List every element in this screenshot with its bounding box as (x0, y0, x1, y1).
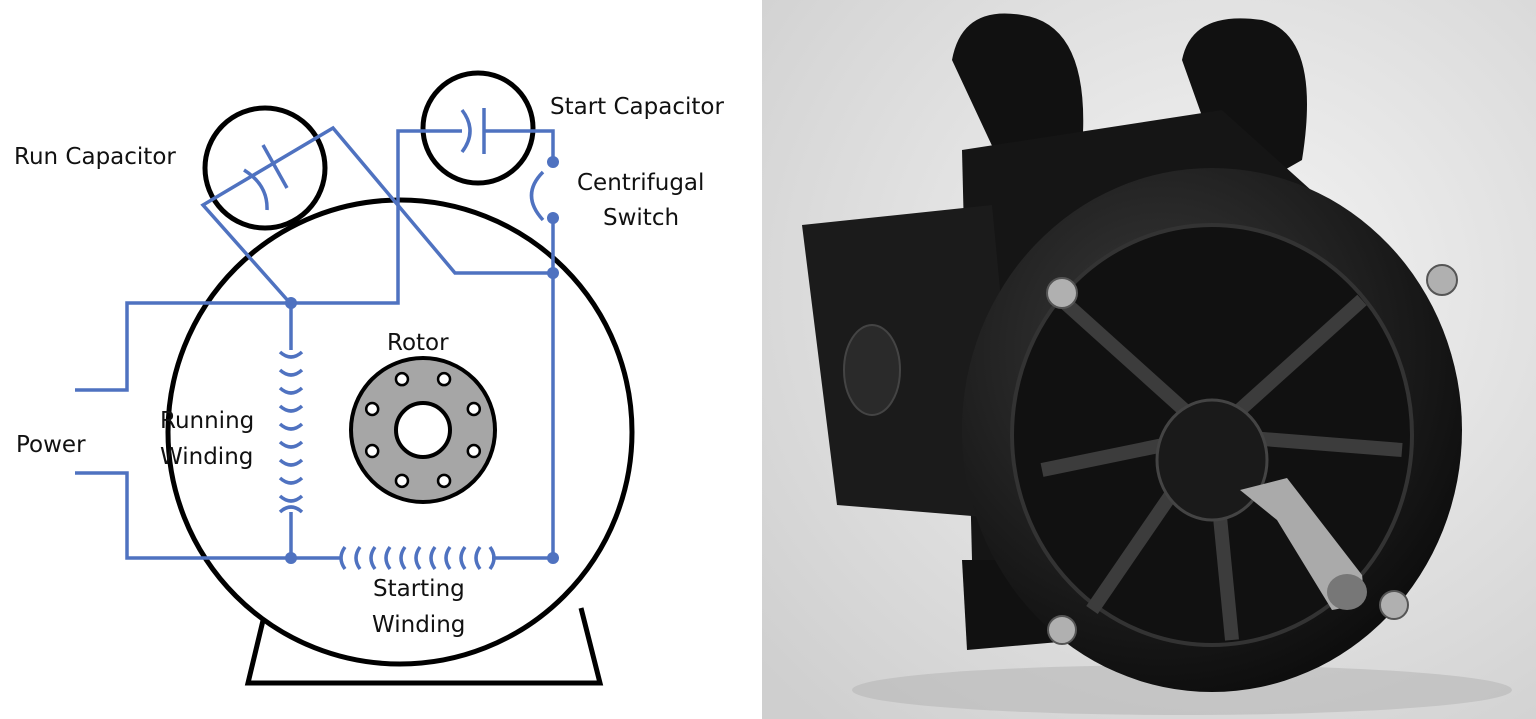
label-running-winding: Winding (160, 444, 253, 470)
label-run-capacitor: Run Capacitor (14, 144, 176, 170)
power-wire-bottom (75, 471, 340, 560)
motor-shaft (1240, 478, 1363, 610)
start-capacitor-circle (420, 70, 536, 186)
run-capacitor-circle (202, 105, 328, 231)
rotor-hole (466, 401, 482, 417)
switch-contact-dot (547, 212, 559, 224)
switch-contact-dot (547, 156, 559, 168)
junction-dot (285, 297, 297, 309)
label-running: Running (160, 408, 254, 434)
rotor-hole (394, 473, 410, 489)
motor-wiring-diagram: Run Capacitor Start Capacitor Centrifuga… (14, 70, 724, 686)
rotor-hole (364, 443, 380, 459)
power-wire-top (75, 129, 462, 392)
junction-dot (285, 552, 297, 564)
rotor-hole (436, 371, 452, 387)
junction-dot (547, 267, 559, 279)
running-winding-coils (278, 350, 304, 514)
motor-photo (762, 0, 1536, 719)
starting-winding-coils (339, 545, 496, 571)
label-rotor: Rotor (387, 330, 449, 356)
label-centrifugal: Centrifugal (577, 170, 704, 196)
bolts (1046, 264, 1458, 645)
run-cap-plate-curved (243, 168, 269, 211)
junction-dot (547, 552, 559, 564)
label-switch: Switch (603, 205, 679, 231)
rotor-hole (466, 443, 482, 459)
run-cap-plate (261, 144, 289, 189)
centrifugal-switch-arm (529, 170, 545, 222)
run-cap-wire (200, 125, 553, 305)
motor-stand (244, 607, 604, 686)
rotor-hole (394, 371, 410, 387)
rotor (349, 356, 497, 504)
rotor-hole (364, 401, 380, 417)
start-cap-plate-curved (460, 108, 472, 154)
label-starting-winding: Winding (372, 612, 465, 638)
label-power: Power (16, 432, 86, 458)
rotor-hole (436, 473, 452, 489)
start-cap-wire (485, 129, 555, 160)
label-start-capacitor: Start Capacitor (550, 94, 724, 120)
label-starting: Starting (373, 576, 465, 602)
